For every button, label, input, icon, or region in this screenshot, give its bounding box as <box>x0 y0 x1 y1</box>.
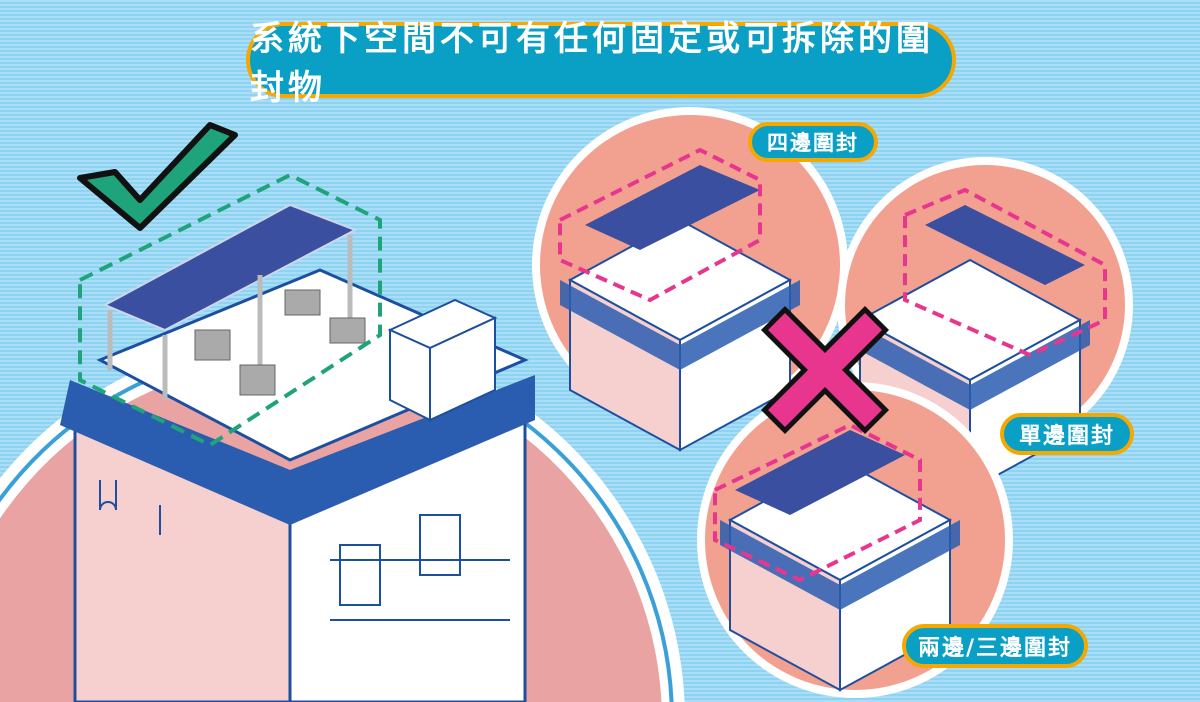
scene-single-side <box>837 157 1133 491</box>
scene-two-three-sides <box>697 382 1013 698</box>
label-single-side: 單邊圍封 <box>1000 413 1134 455</box>
check-icon <box>77 122 238 231</box>
scene-four-sides <box>532 107 848 451</box>
cross-icon <box>760 305 890 435</box>
green-boundary <box>78 172 382 448</box>
solar-panels <box>102 203 358 332</box>
roof-tiles <box>60 380 290 525</box>
label-four-sides: 四邊圍封 <box>748 122 878 162</box>
label-two-three-sides: 兩邊/三邊圍封 <box>902 624 1088 668</box>
main-building-scene <box>0 172 685 702</box>
page-title: 系統下空間不可有任何固定或可拆除的圍封物 <box>246 19 956 108</box>
